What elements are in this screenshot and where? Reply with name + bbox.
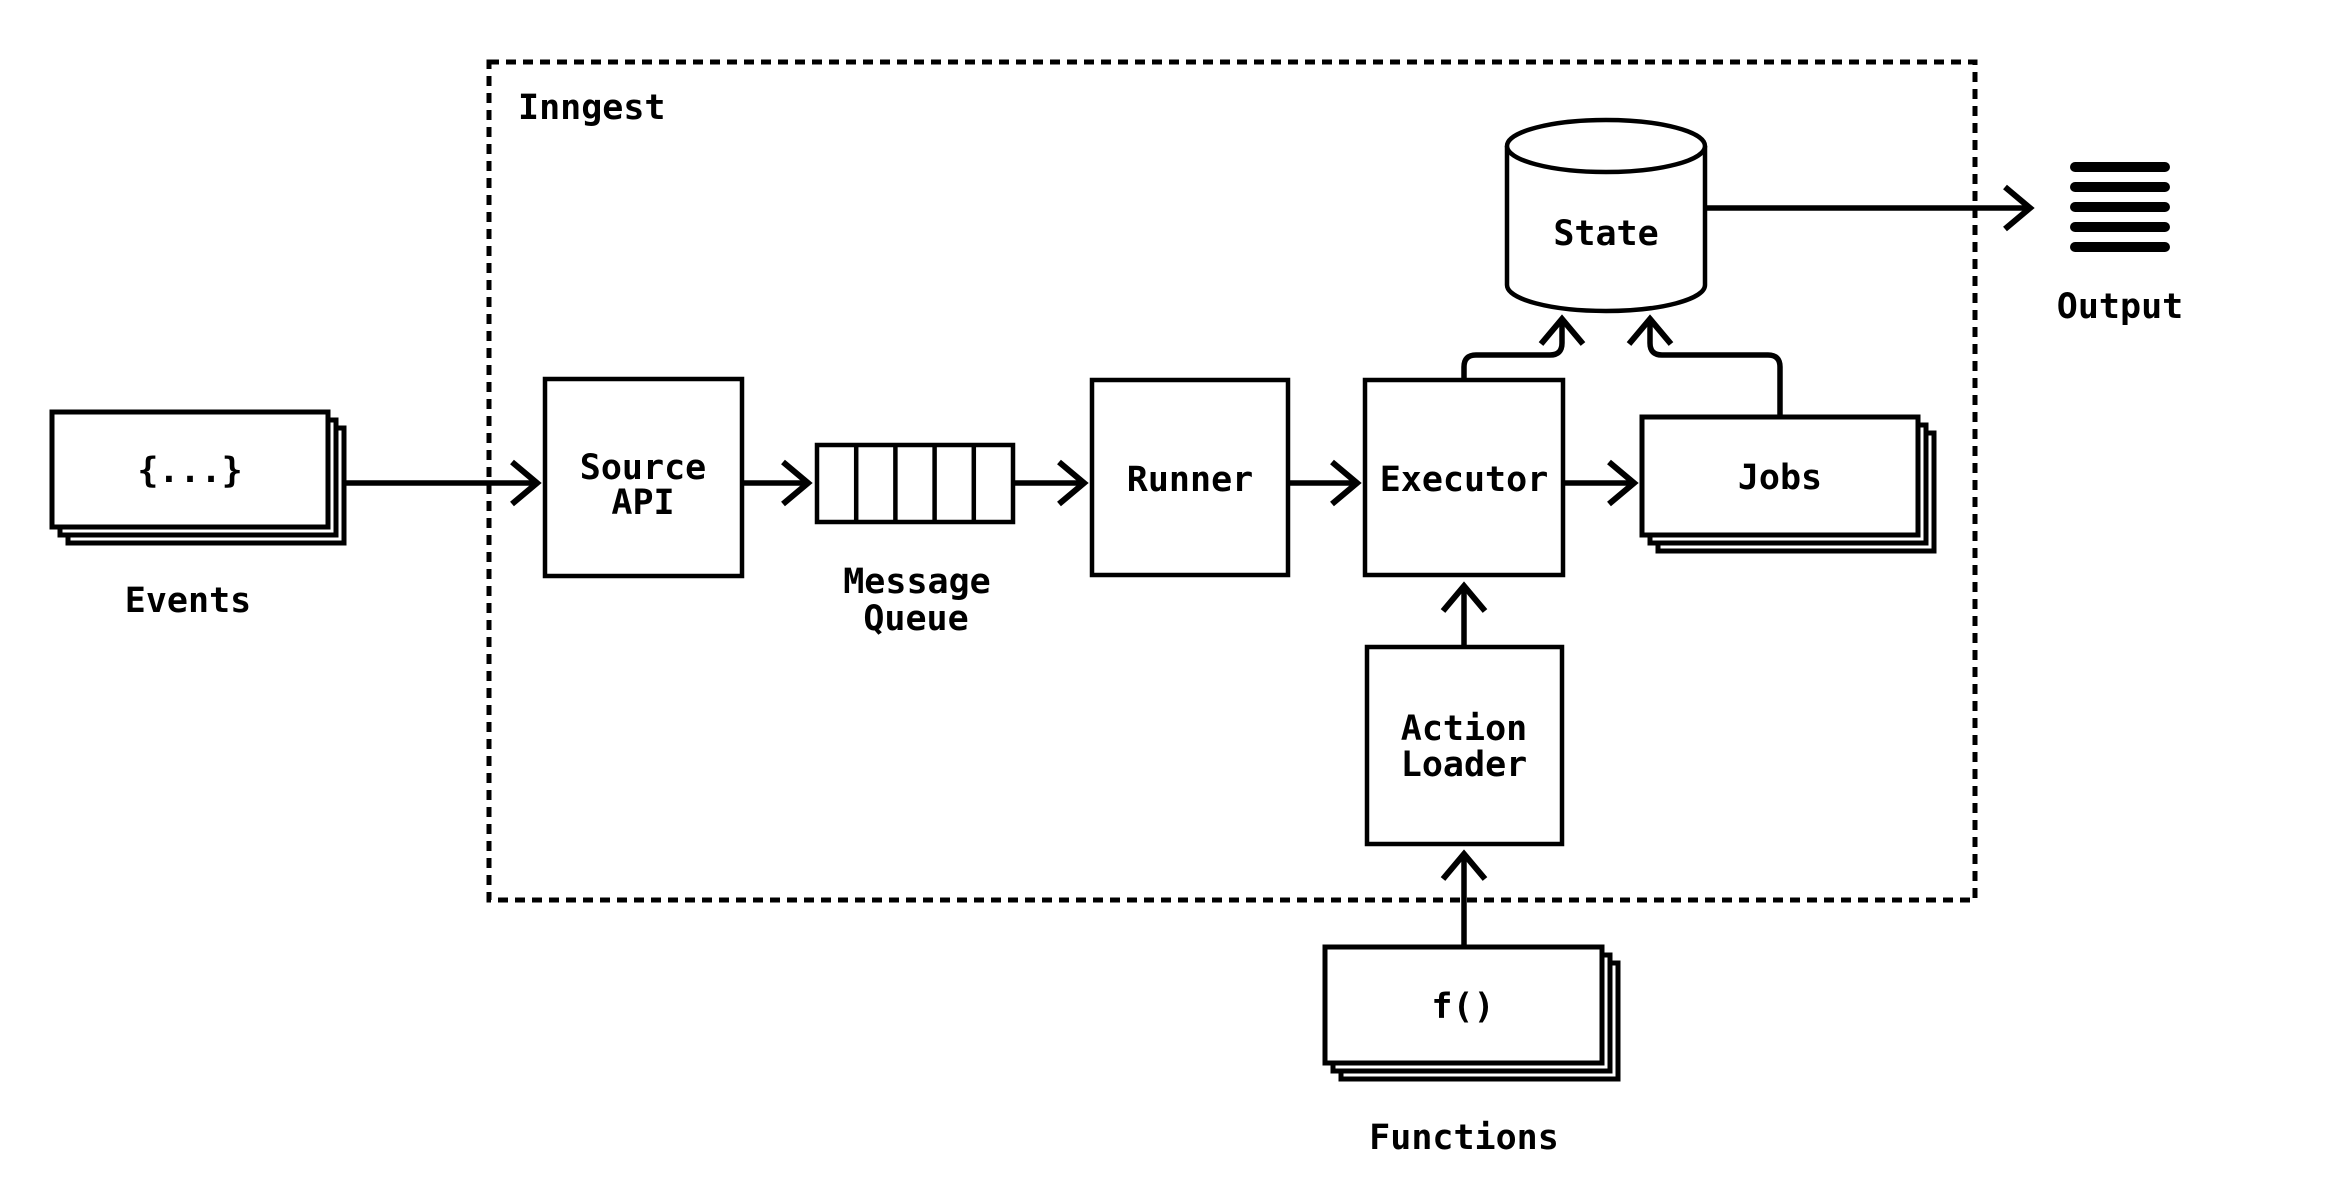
jobs-node: Jobs: [1639, 414, 1937, 554]
output-line: [2070, 162, 2170, 172]
functions-box-label: f(): [1431, 987, 1494, 1027]
jobs-stack-layer-1: [1639, 414, 1921, 538]
events-caption: Events: [125, 581, 251, 621]
events-stack-layer-1: [49, 409, 331, 530]
state-cylinder-body: [1504, 146, 1708, 314]
action-loader-label-line2: Loader: [1401, 745, 1527, 785]
runner-label: Runner: [1127, 460, 1253, 500]
state-cylinder-top: [1504, 117, 1708, 175]
message-queue-caption-line1: Message: [843, 562, 991, 602]
message-queue-caption-line2: Queue: [863, 599, 968, 639]
runner-node: Runner: [1089, 377, 1291, 578]
inngest-container: Inngest: [486, 59, 1978, 903]
source-api-box: [542, 376, 745, 579]
source-api-node: Source API: [542, 376, 745, 579]
message-queue-icon: [814, 442, 1016, 525]
runner-box: [1089, 377, 1291, 578]
executor-label: Executor: [1380, 460, 1549, 500]
executor-node: Executor: [1362, 377, 1566, 578]
arrow-jobs-to-state: [1626, 314, 1783, 417]
events-box-label: {...}: [137, 451, 242, 491]
inngest-dashed-border: [486, 59, 1978, 903]
source-api-label-line2: API: [611, 483, 674, 523]
events-node: {...} Events: [49, 409, 347, 621]
output-caption: Output: [2057, 287, 2183, 327]
output-node: Output: [2057, 162, 2183, 327]
output-lines-icon: [2070, 162, 2170, 252]
functions-stack-layer-1: [1322, 944, 1605, 1066]
output-line: [2070, 242, 2170, 252]
state-label: State: [1553, 214, 1658, 254]
arrow-executor-to-state: [1461, 314, 1586, 379]
inngest-container-label: Inngest: [518, 88, 666, 128]
action-loader-label-line1: Action: [1401, 709, 1527, 749]
queue-outline: [814, 442, 1016, 525]
executor-box: [1362, 377, 1566, 578]
source-api-label-line1: Source: [580, 448, 706, 488]
message-queue-node: Message Queue: [814, 442, 1016, 639]
output-line: [2070, 182, 2170, 192]
output-line: [2070, 222, 2170, 232]
action-loader-box: [1364, 644, 1565, 847]
action-loader-node: Action Loader: [1364, 644, 1565, 847]
state-node: State: [1504, 117, 1708, 314]
output-line: [2070, 202, 2170, 212]
functions-caption: Functions: [1369, 1118, 1559, 1158]
jobs-label: Jobs: [1738, 458, 1822, 498]
functions-node: f() Functions: [1322, 944, 1621, 1158]
